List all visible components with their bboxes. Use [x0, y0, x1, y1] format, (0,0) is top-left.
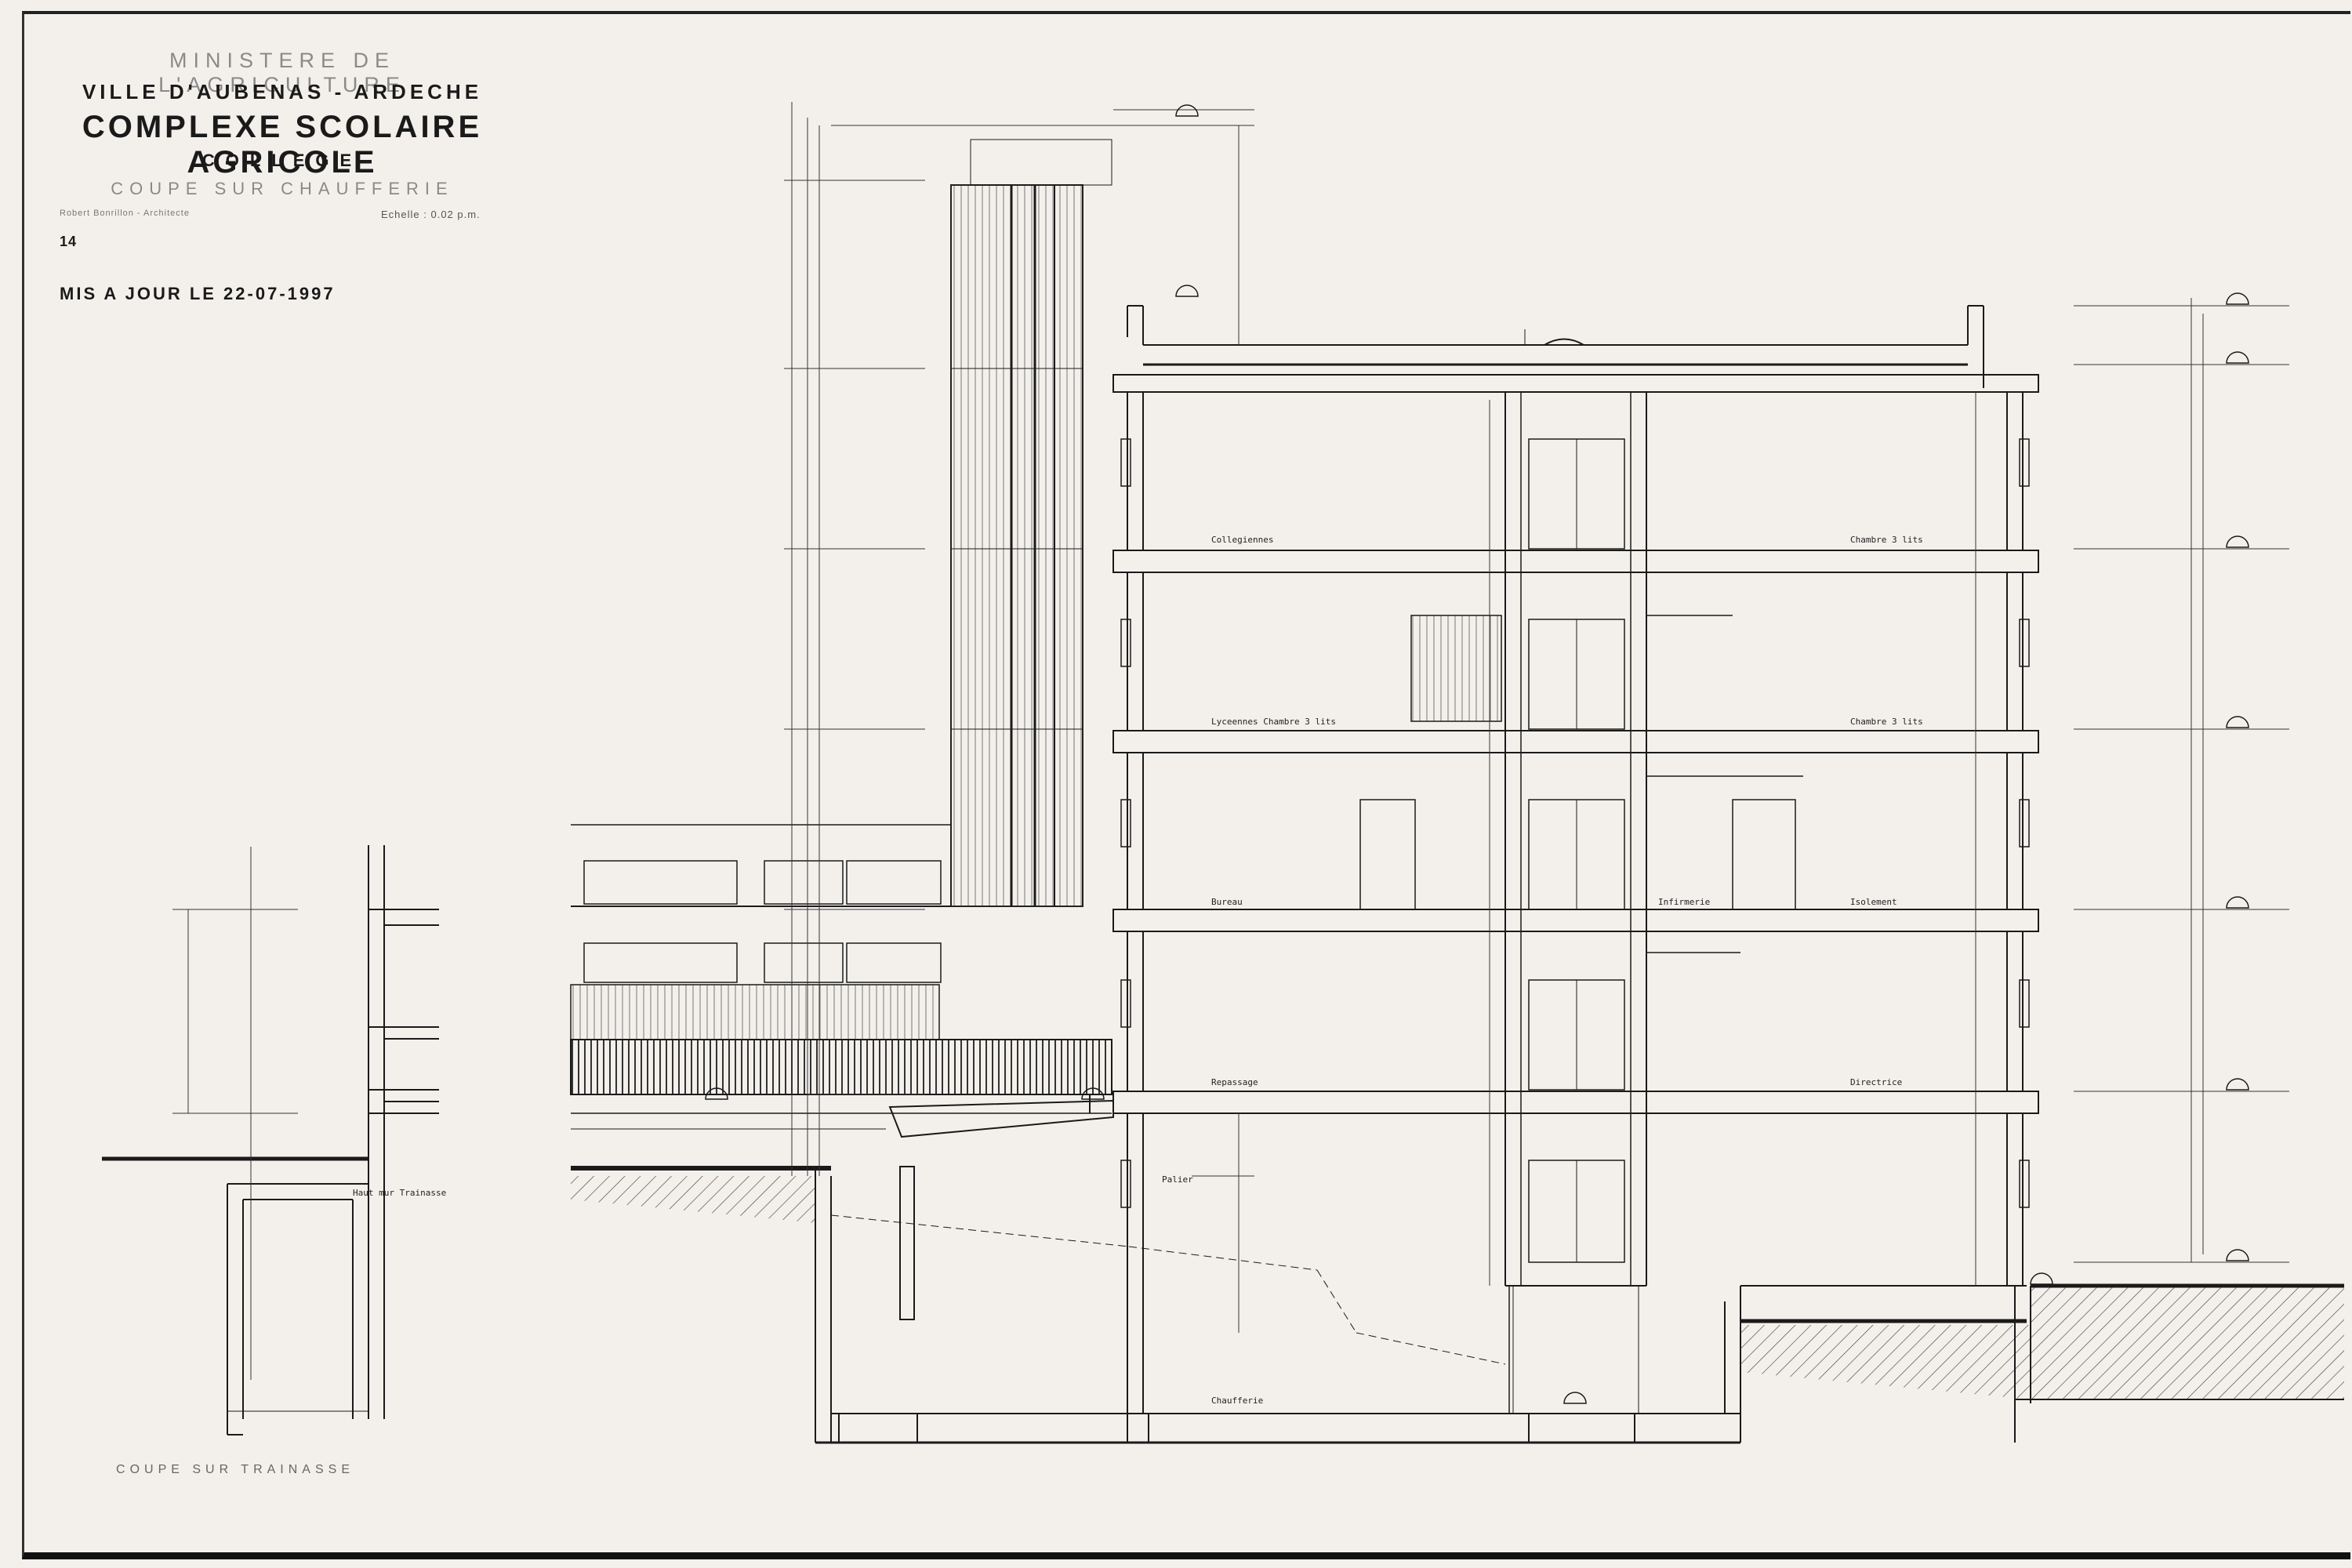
architect-label: Robert Bonrillon - Architecte [60, 209, 190, 218]
room-label: Chambre 3 lits [1850, 535, 1923, 545]
ministry-title: MINISTERE DE L'AGRICULTURE [158, 49, 406, 96]
update-note: MIS A JOUR LE 22-07-1997 [60, 284, 336, 303]
room-label: Infirmerie [1658, 897, 1710, 907]
trainasse-section [102, 845, 439, 1436]
room-label: Palier [1162, 1174, 1193, 1185]
room-label: Directrice [1850, 1077, 1902, 1087]
room-label: Isolement [1850, 897, 1897, 907]
room-label: Haut mur Trainasse [353, 1188, 446, 1198]
scale-label: Echelle : 0.02 p.m. [381, 209, 481, 220]
terrace-railings [570, 824, 1114, 1138]
town-title: VILLE D'AUBENAS - ARDECHE [82, 80, 483, 103]
room-label: Lyceennes Chambre 3 lits [1211, 717, 1336, 727]
room-label: Collegiennes [1211, 535, 1273, 545]
drawing-title: COUPE SUR CHAUFFERIE [111, 179, 454, 198]
main-building [1112, 305, 2039, 1443]
room-label: Chaufferie [1211, 1396, 1263, 1406]
ground-and-basement [571, 1166, 2344, 1444]
building-title: COLLEGE [201, 151, 363, 170]
dimension-lines [172, 102, 2289, 1380]
room-label: Repassage [1211, 1077, 1258, 1087]
level-markers [705, 104, 2249, 1404]
room-label: Chambre 3 lits [1850, 717, 1923, 727]
drawing-sheet-border [22, 11, 2350, 1559]
section-caption: COUPE SUR TRAINASSE [116, 1463, 354, 1476]
chimney-tower [950, 139, 1112, 907]
room-label: Bureau [1211, 897, 1243, 907]
project-title: COMPLEXE SCOLAIRE AGRICOLE [82, 110, 483, 180]
room-labels: Collegiennes Chambre 3 lits Lyceennes Ch… [353, 535, 1923, 1406]
sheet-number: 14 [60, 234, 78, 249]
